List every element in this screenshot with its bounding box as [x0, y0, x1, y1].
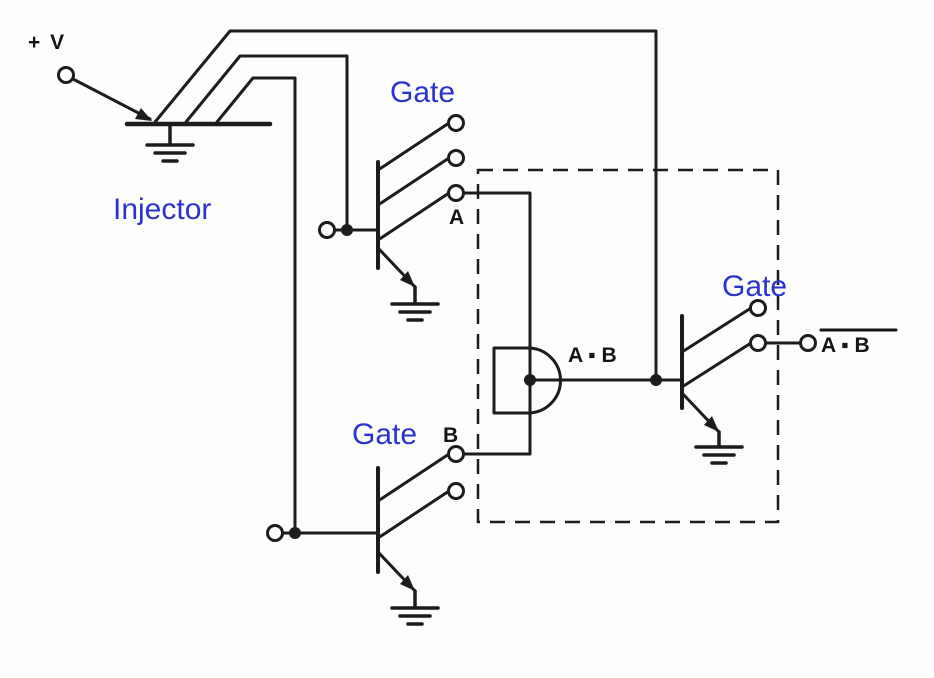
gate-output-collector-1 [680, 306, 753, 354]
gate-top-collector-terminal-2 [447, 149, 465, 167]
supply-arrowhead [135, 108, 152, 121]
gate-bottom-injector-junction [289, 527, 301, 539]
gate-bottom-collector-1 [376, 452, 451, 503]
gate-top-label: Gate [390, 76, 455, 109]
signal-a-wire [462, 191, 532, 382]
dashed-boundary-box [476, 168, 780, 524]
injector-section [57, 66, 273, 163]
gate-top-emitter-arrow [400, 271, 415, 287]
and-junction-dot [524, 374, 536, 386]
rail-to-output-gate [153, 29, 658, 382]
gate-bottom-label: Gate [352, 418, 417, 451]
gate-top-collector-1 [376, 121, 451, 172]
and-product-label: A ▪ B [568, 344, 617, 367]
and-gate-symbol [492, 346, 562, 415]
gate-output-emitter-arrow [704, 416, 719, 432]
gate-top-ground [390, 285, 440, 322]
rail-to-top-gate [184, 54, 349, 232]
gate-top-collector-terminal-1 [447, 114, 465, 132]
gate-top [318, 114, 465, 322]
gate-top-injector-junction [341, 224, 353, 236]
gate-bottom [266, 445, 465, 626]
gate-top-output-a-terminal [447, 184, 465, 202]
injector-rails [153, 29, 658, 535]
final-output-terminal [799, 334, 817, 352]
gate-top-collector-2 [376, 156, 451, 207]
gate-bottom-collector-terminal-2 [447, 482, 465, 500]
gate-bottom-output-b-terminal [447, 445, 465, 463]
wired-and-node [462, 191, 658, 456]
gate-bottom-emitter-arrow [400, 575, 415, 591]
supply-wire [71, 77, 152, 121]
gate-bottom-ground [390, 589, 440, 626]
gate-output-label: Gate [722, 270, 787, 303]
gate-bottom-collector-2 [376, 489, 451, 540]
gate-bottom-input-terminal [266, 524, 284, 542]
gate-output-collector-2 [680, 341, 753, 389]
supply-terminal [57, 66, 75, 84]
gate-output-collector-terminal-1 [749, 299, 767, 317]
signal-a-label: A [449, 206, 464, 229]
gate-output-ground [694, 430, 744, 465]
gate-top-input-terminal [318, 221, 336, 239]
output-complement-label: A ▪ B [821, 334, 870, 357]
output-complement-label-group: A ▪ B [819, 328, 898, 357]
supply-label: + V [28, 31, 66, 54]
gate-top-collector-3 [376, 191, 451, 242]
rail-to-bottom-gate [215, 76, 297, 535]
gate-output-injector-junction [650, 374, 662, 386]
signal-b-wire [462, 378, 532, 456]
signal-b-label: B [443, 424, 458, 447]
gate-output-collector-terminal-2 [749, 334, 767, 352]
injector-label: Injector [113, 193, 211, 226]
injector-ground [145, 124, 195, 163]
gate-output-section [650, 299, 817, 465]
